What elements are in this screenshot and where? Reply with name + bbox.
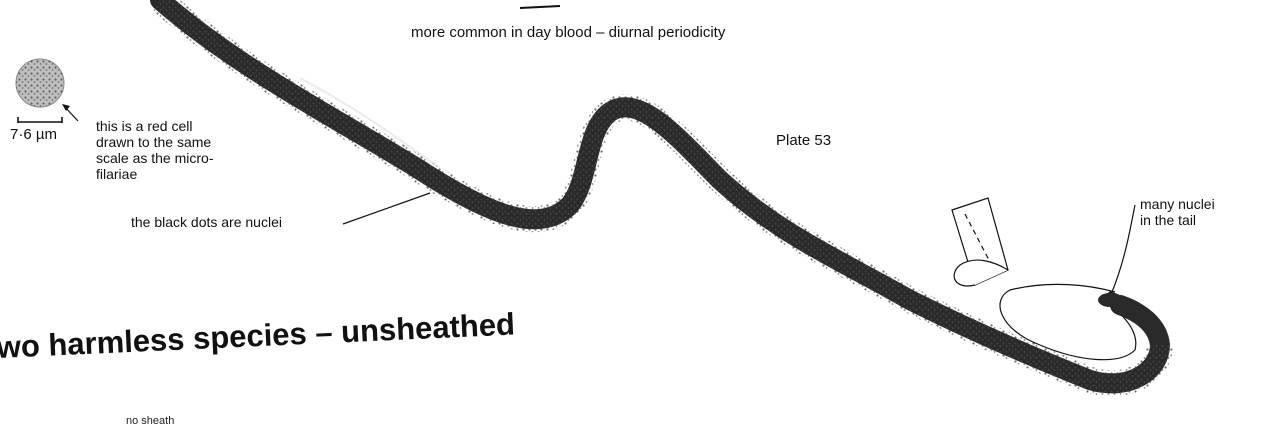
nuclei-pointer bbox=[343, 193, 430, 224]
red-cell bbox=[16, 59, 64, 107]
tail-label-1: many nuclei bbox=[1140, 196, 1215, 212]
scale-bar bbox=[18, 117, 62, 123]
periodicity-label: more common in day blood – diurnal perio… bbox=[411, 25, 725, 41]
nuclei-label: the black dots are nuclei bbox=[131, 214, 282, 230]
tail-nuclei bbox=[1098, 293, 1122, 307]
scale-value: 7·6 µm bbox=[10, 127, 57, 143]
tail-label-2: in the tail bbox=[1140, 212, 1196, 228]
red-cell-caption-4: filariae bbox=[96, 166, 137, 182]
sheath-fold bbox=[952, 198, 1008, 286]
red-cell-caption-1: this is a red cell bbox=[96, 118, 192, 134]
red-cell-caption-2: drawn to the same bbox=[96, 134, 211, 150]
red-cell-caption-3: scale as the micro- bbox=[96, 150, 213, 166]
bottom-fragment: no sheath bbox=[126, 415, 174, 427]
tail-pointer bbox=[1112, 205, 1135, 292]
plate-label: Plate 53 bbox=[776, 133, 831, 149]
